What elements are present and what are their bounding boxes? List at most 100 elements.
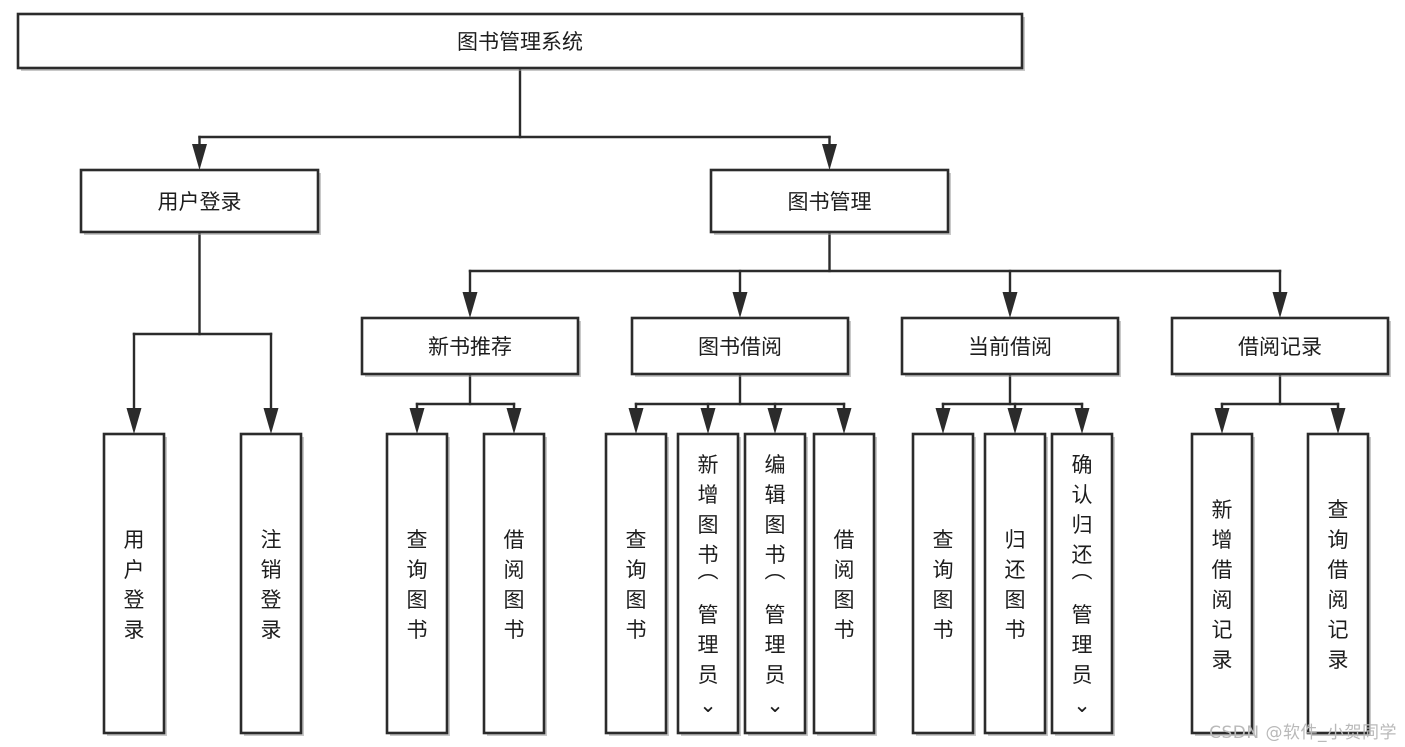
node-box[interactable] xyxy=(604,432,668,735)
node-label: 注销登录 xyxy=(261,528,282,642)
node-box[interactable] xyxy=(79,168,320,234)
edge-arrowhead xyxy=(935,408,951,434)
node-box[interactable] xyxy=(1170,316,1390,376)
node-label: 确认归还⌒管理员⌄ xyxy=(1072,453,1093,717)
node-label-char: 图 xyxy=(1005,588,1026,612)
node-box[interactable] xyxy=(709,168,950,234)
node-label-char: 图 xyxy=(834,588,855,612)
edge-group-root xyxy=(192,66,837,170)
node-root[interactable]: 图书管理系统 xyxy=(16,12,1025,71)
node-label-char: 询 xyxy=(933,558,954,582)
node-record[interactable]: 借阅记录 xyxy=(1170,316,1391,377)
node-label-char: 书 xyxy=(765,543,786,567)
edge-arrowhead xyxy=(126,408,142,434)
node-label: 编辑图书⌒管理员⌄ xyxy=(765,453,786,717)
edge-group-login xyxy=(126,230,279,434)
node-label-char: 注 xyxy=(261,528,282,552)
node-box[interactable] xyxy=(911,432,975,735)
node-box[interactable] xyxy=(360,316,580,376)
node-label-char: 用 xyxy=(124,528,145,552)
edge-arrowhead xyxy=(700,408,716,434)
node-box[interactable] xyxy=(482,432,546,735)
node-label: 新书推荐 xyxy=(428,335,512,359)
node-leaf-newbook-2[interactable]: 借阅图书 xyxy=(482,432,547,736)
node-leaf-borrow-1[interactable]: 查询图书 xyxy=(604,432,669,736)
node-label: 图书管理 xyxy=(788,190,872,214)
edge-arrowhead xyxy=(1007,408,1023,434)
node-leaf-current-3[interactable]: 确认归还⌒管理员⌄ xyxy=(1050,432,1115,736)
node-label-char: 录 xyxy=(1212,648,1233,672)
edge-arrowhead xyxy=(1002,292,1018,318)
node-leaf-borrow-2[interactable]: 新增图书⌒管理员⌄ xyxy=(676,432,741,736)
node-box[interactable] xyxy=(102,432,166,735)
watermark-label: CSDN @软件_小贺同学 xyxy=(1209,723,1397,743)
node-leaf-borrow-3[interactable]: 编辑图书⌒管理员⌄ xyxy=(743,432,808,736)
node-box[interactable] xyxy=(983,432,1047,735)
node-label: 新增图书⌒管理员⌄ xyxy=(698,453,719,717)
edge-arrowhead xyxy=(1330,408,1346,434)
edge-arrowhead xyxy=(822,144,837,170)
node-box[interactable] xyxy=(385,432,449,735)
node-label-char: 记 xyxy=(1328,618,1349,642)
node-leaf-login-2[interactable]: 注销登录 xyxy=(239,432,304,736)
node-box[interactable] xyxy=(1050,432,1114,735)
node-label: 借阅图书 xyxy=(504,528,525,642)
node-label: 当前借阅 xyxy=(968,335,1052,359)
node-leaf-borrow-4[interactable]: 借阅图书 xyxy=(812,432,877,736)
node-leaf-login-1[interactable]: 用户登录 xyxy=(102,432,167,736)
node-label-char-bracket: ⌒ xyxy=(765,573,786,597)
node-box[interactable] xyxy=(743,432,807,735)
node-leaf-newbook-1[interactable]: 查询图书 xyxy=(385,432,450,736)
node-box[interactable] xyxy=(676,432,740,735)
node-label-char: 询 xyxy=(407,558,428,582)
node-leaf-current-2[interactable]: 归还图书 xyxy=(983,432,1048,736)
edge-arrowhead xyxy=(767,408,783,434)
node-label-char: 管 xyxy=(698,603,719,627)
node-box[interactable] xyxy=(239,432,303,735)
node-label-char: 认 xyxy=(1072,483,1093,507)
node-borrow[interactable]: 图书借阅 xyxy=(630,316,851,377)
node-label: 查询图书 xyxy=(933,528,954,642)
node-current[interactable]: 当前借阅 xyxy=(900,316,1121,377)
node-leaf-record-1[interactable]: 新增借阅记录 xyxy=(1190,432,1255,736)
node-label-char: 录 xyxy=(1328,648,1349,672)
node-label-char: 新 xyxy=(1212,498,1233,522)
node-label: 查询图书 xyxy=(626,528,647,642)
node-box[interactable] xyxy=(16,12,1024,70)
node-label-char: 查 xyxy=(933,528,954,552)
edge-arrowhead xyxy=(506,408,522,434)
node-bookmgmt[interactable]: 图书管理 xyxy=(709,168,951,235)
node-label-char: 阅 xyxy=(504,558,525,582)
node-leaf-record-2[interactable]: 查询借阅记录 xyxy=(1306,432,1371,736)
node-label-char: 户 xyxy=(124,558,145,582)
node-label: 查询借阅记录 xyxy=(1328,498,1349,672)
node-label-char: 员 xyxy=(698,663,719,687)
node-label-char: 图 xyxy=(626,588,647,612)
node-label-char: 员 xyxy=(765,663,786,687)
node-box[interactable] xyxy=(1190,432,1254,735)
edges-layer xyxy=(126,66,1346,434)
node-box[interactable] xyxy=(1306,432,1370,735)
node-label-char: 阅 xyxy=(1328,588,1349,612)
edge-arrowhead xyxy=(409,408,425,434)
edge-arrowhead xyxy=(263,408,279,434)
node-login[interactable]: 用户登录 xyxy=(79,168,321,235)
node-label: 借阅图书 xyxy=(834,528,855,642)
node-leaf-current-1[interactable]: 查询图书 xyxy=(911,432,976,736)
node-label-char-bracket: ⌄ xyxy=(699,693,717,717)
node-label-char: 阅 xyxy=(834,558,855,582)
node-label-char: 增 xyxy=(698,483,719,507)
node-label-char-bracket: ⌒ xyxy=(1072,573,1093,597)
node-label-char: 书 xyxy=(1005,618,1026,642)
node-box[interactable] xyxy=(900,316,1120,376)
node-box[interactable] xyxy=(630,316,850,376)
node-label-char: 图 xyxy=(504,588,525,612)
node-label-char: 借 xyxy=(1212,558,1233,582)
node-label-char: 查 xyxy=(626,528,647,552)
node-box[interactable] xyxy=(812,432,876,735)
edge-arrowhead xyxy=(1074,408,1090,434)
node-label-char: 增 xyxy=(1212,528,1233,552)
node-label: 用户登录 xyxy=(158,190,242,214)
node-newbook[interactable]: 新书推荐 xyxy=(360,316,581,377)
